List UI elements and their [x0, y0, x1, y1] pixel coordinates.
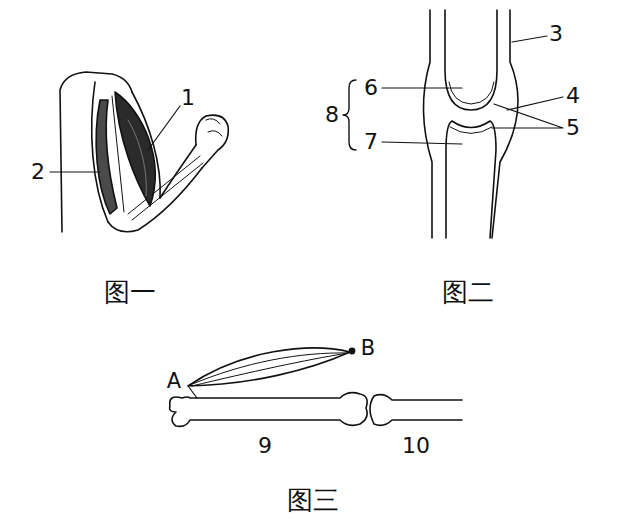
callout-number: 4: [566, 85, 580, 107]
callout-number: 1: [181, 87, 195, 109]
figure-caption: 图三: [287, 487, 339, 513]
callout-number: 2: [31, 161, 45, 183]
callout-number: 10: [402, 435, 430, 457]
point-label: A: [167, 371, 181, 392]
callout-number: 8: [325, 104, 339, 126]
callout-number: 9: [258, 435, 272, 457]
callout-number: 5: [566, 117, 580, 139]
triceps: [96, 100, 117, 214]
joint-illustration: [343, 10, 563, 238]
point-label: B: [361, 338, 375, 359]
callout-number: 3: [549, 23, 563, 45]
figure-caption: 图二: [442, 279, 494, 305]
callout-number: 7: [364, 131, 378, 153]
callout-number: 6: [364, 77, 378, 99]
bone-muscle-illustration: [170, 348, 462, 427]
arm-illustration: [50, 72, 228, 232]
figure-caption: 图一: [104, 279, 156, 305]
attachment-point: [349, 348, 356, 355]
